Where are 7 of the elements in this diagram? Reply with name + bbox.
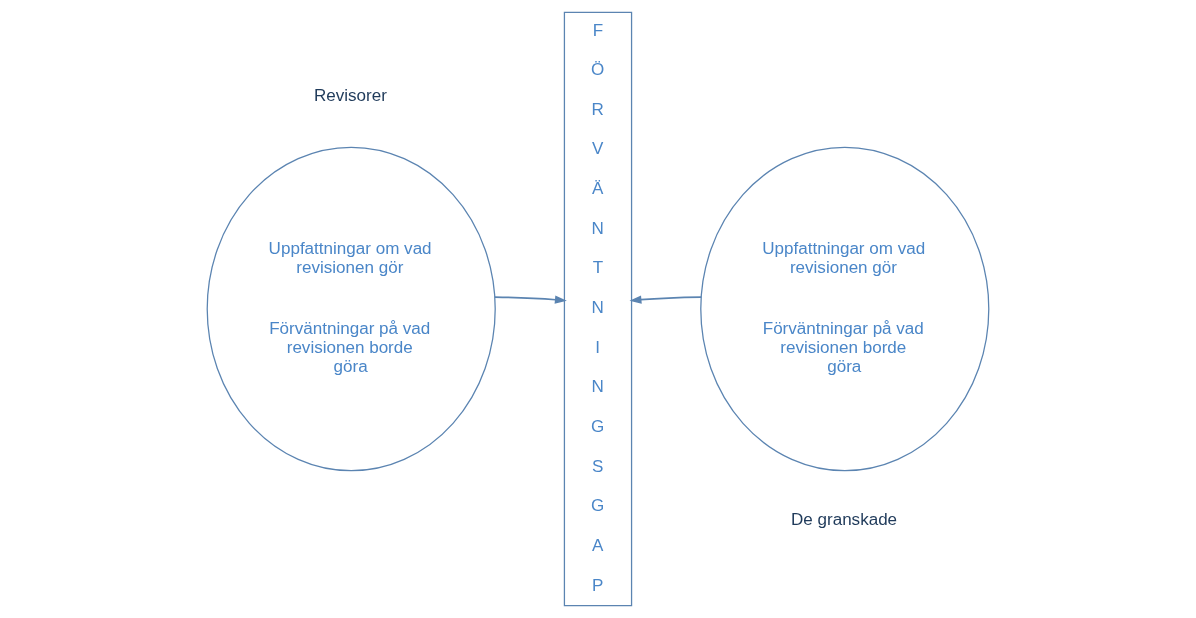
- node-ellipse: Uppfattningar om vad revisionen gör Förväntningar på vad revisionen borde göra: [700, 146, 990, 472]
- arrow: [629, 295, 702, 304]
- node-label: Revisorer: [313, 85, 387, 105]
- node-box: FÖRVÄNTNINGSGAP: [563, 11, 633, 607]
- arrow: [494, 295, 567, 304]
- node-ellipse: Uppfattningar om vad revisionen gör Förväntningar på vad revisionen borde göra: [206, 146, 496, 472]
- node-label: De granskade: [790, 510, 898, 530]
